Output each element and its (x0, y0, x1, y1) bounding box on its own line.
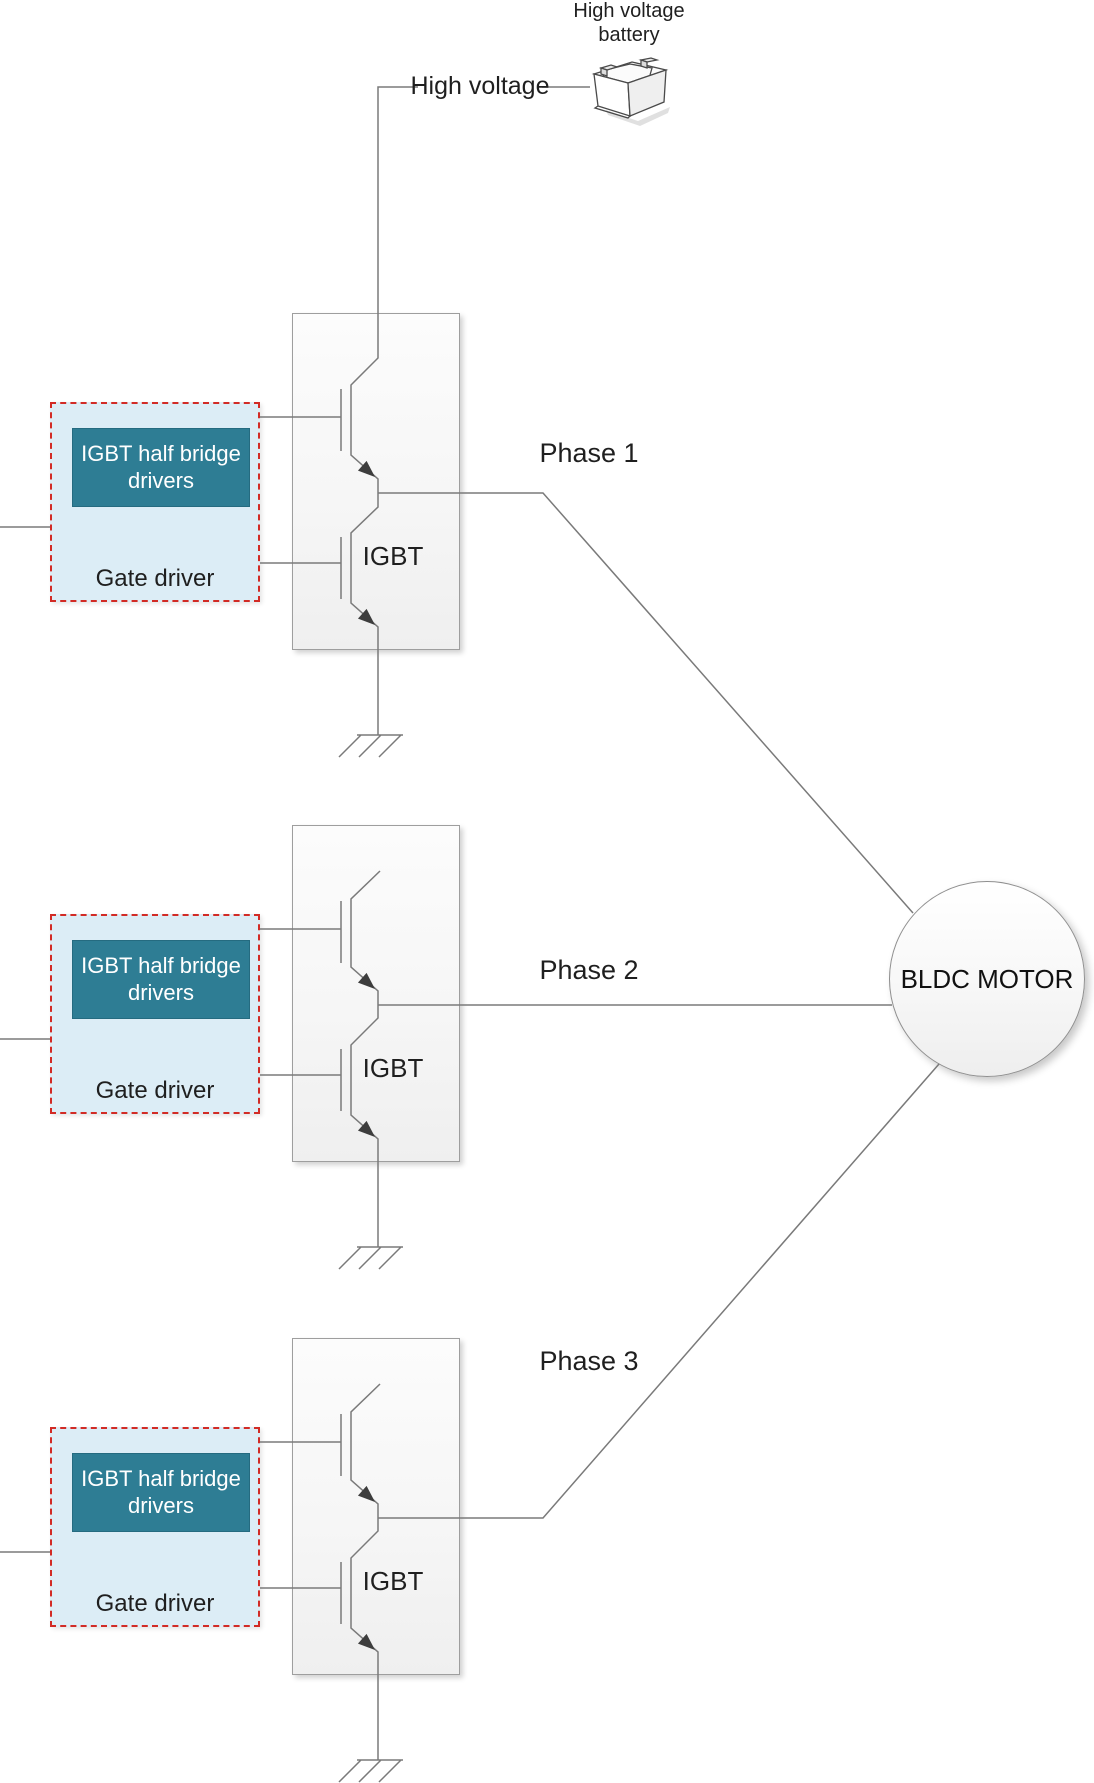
bldc-motor-circle: BLDC MOTOR (889, 881, 1085, 1077)
phase2-label: Phase 2 (539, 955, 639, 985)
half-bridge-driver-chip-phase2: IGBT half bridge drivers (72, 940, 250, 1019)
battery-icon (591, 57, 670, 126)
igbt-label-phase2: IGBT (362, 1053, 424, 1083)
bldc-motor-label: BLDC MOTOR (900, 963, 1074, 994)
ground-symbol-phase1 (338, 734, 403, 758)
half-bridge-driver-label: IGBT half bridge drivers (81, 1466, 241, 1518)
igbt-box-phase3 (292, 1338, 460, 1675)
battery-caption: High voltage battery (573, 0, 685, 46)
gate-driver-label-phase2: Gate driver (95, 1077, 215, 1104)
ground-symbol-phase2 (338, 1246, 403, 1270)
igbt-label-phase1: IGBT (362, 541, 424, 571)
gate-driver-label-phase3: Gate driver (95, 1590, 215, 1617)
igbt-label-phase3: IGBT (362, 1566, 424, 1596)
igbt-box-phase2 (292, 825, 460, 1162)
ground-symbol-phase3 (338, 1759, 403, 1783)
hv-bus-label: High voltage (410, 72, 550, 100)
gate-driver-label-phase1: Gate driver (95, 565, 215, 592)
phase3-label: Phase 3 (539, 1346, 639, 1376)
half-bridge-driver-chip-phase1: IGBT half bridge drivers (72, 428, 250, 507)
igbt-box-phase1 (292, 313, 460, 650)
phase3-wire (378, 1063, 940, 1519)
half-bridge-driver-chip-phase3: IGBT half bridge drivers (72, 1453, 250, 1532)
half-bridge-driver-label: IGBT half bridge drivers (81, 953, 241, 1005)
phase1-label: Phase 1 (539, 438, 639, 468)
half-bridge-driver-label: IGBT half bridge drivers (81, 441, 241, 493)
